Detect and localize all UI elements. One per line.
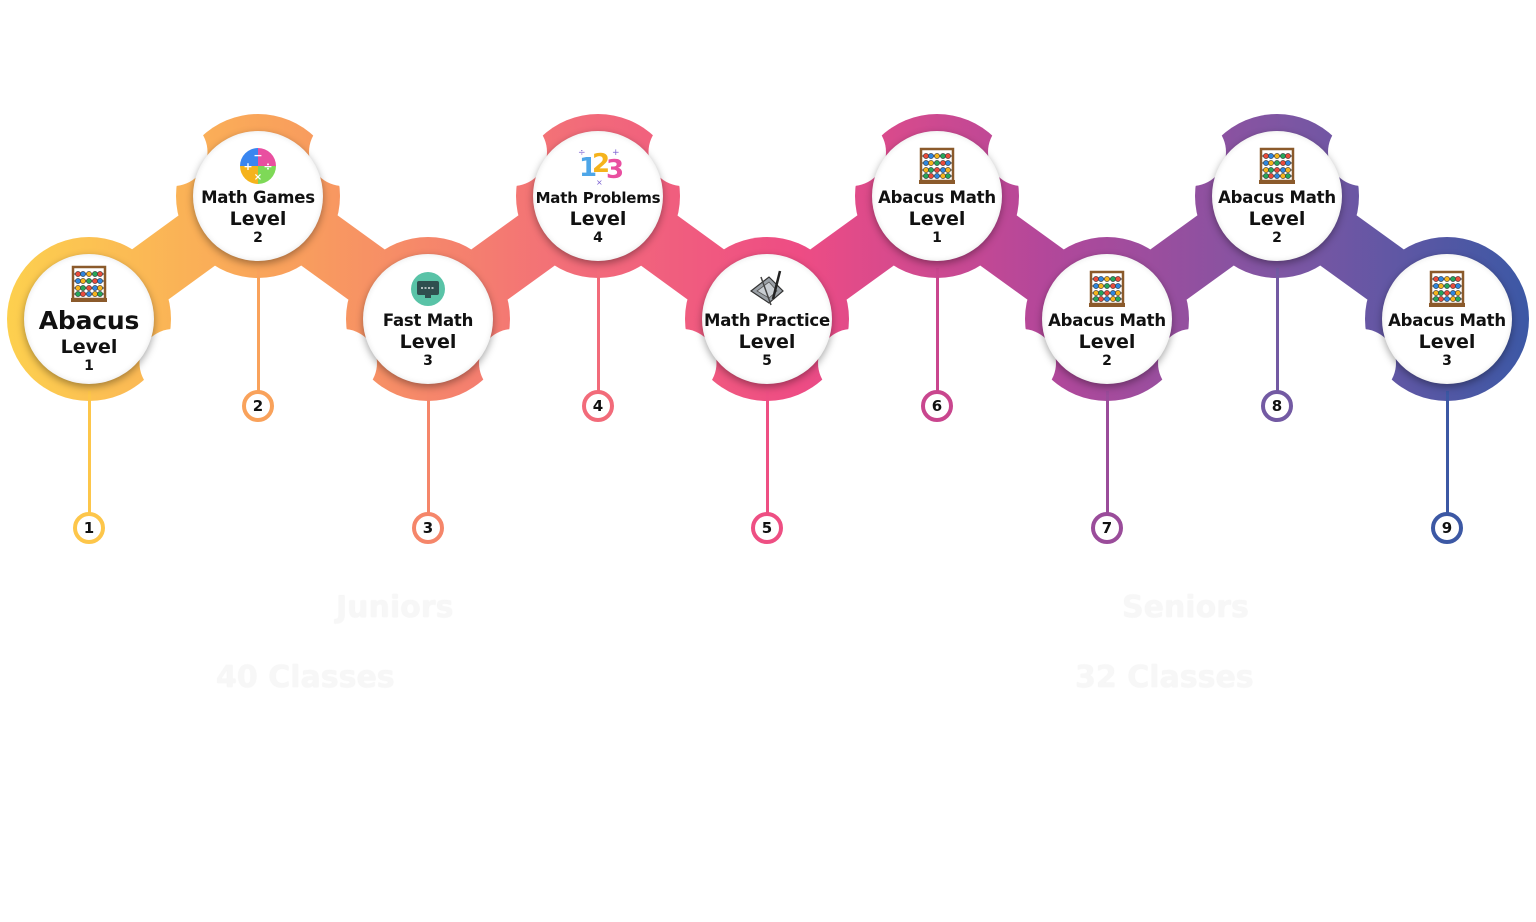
step-title: Math Problems [535,189,661,207]
step-connector-line [765,391,769,514]
band-notch [1328,118,1396,186]
seniors-title: Seniors [1122,590,1249,625]
step-number-badge: 4 [582,390,614,422]
step-title: Math Practice [704,311,830,330]
step-level-number: 3 [1442,353,1452,369]
band-notch [309,329,377,397]
juniors-title: Juniors [336,590,454,625]
step-connector-line [1445,391,1449,514]
step-level-label: Level [399,331,457,353]
abacus-icon [917,146,957,186]
band-notch [479,329,547,397]
step-title: Abacus Math [1048,311,1166,330]
step-title: Fast Math [382,311,474,330]
svg-text:2: 2 [592,149,610,179]
step-level-label: Level [1418,331,1476,353]
step-connector-line [87,391,91,514]
step-level-label: Level [908,208,966,230]
step-level-label: Level [229,208,287,230]
svg-text:3: 3 [606,155,622,185]
step-title: Abacus Math [1218,188,1336,207]
math-operations-icon: −+ ÷× [238,146,278,186]
step-level-number: 5 [762,353,772,369]
step-connector-line [1105,391,1109,514]
step-level-label: Level [1248,208,1306,230]
band-notch [818,329,886,397]
band-notch [309,118,377,186]
abacus-icon [69,264,109,304]
step-title: Abacus Math [1388,311,1506,330]
step-number-badge: 3 [412,512,444,544]
band-notch [139,329,208,397]
step-level-number: 2 [1102,353,1112,369]
band-notch [139,118,208,186]
band-notch [988,118,1056,186]
chalkboard-icon [408,269,448,309]
step-level-label: Level [738,331,796,353]
step-title: Math Games [201,188,315,207]
svg-text:−: − [253,149,262,162]
abacus-icon [1087,269,1127,309]
svg-text:×: × [254,172,262,183]
svg-text:×: × [596,178,603,186]
step-number-badge: 8 [1261,390,1293,422]
step-level-label: Level [569,208,627,230]
step-number-badge: 1 [73,512,105,544]
step-number-badge: 2 [242,390,274,422]
step-title: Abacus [38,306,140,335]
juniors-classes: 40 Classes [216,660,395,695]
band-notch [479,118,547,186]
step-connector-line [596,268,600,392]
band-notch [1158,118,1226,186]
step-level-number: 1 [84,358,94,374]
step-connector-line [426,391,430,514]
step-connector-line [1275,268,1279,392]
band-notch [648,118,717,186]
step-level-number: 2 [253,230,263,246]
step-level-number: 1 [932,230,942,246]
step-connector-line [935,268,939,392]
band-notch [1328,329,1396,397]
geometry-tools-icon [747,269,787,309]
abacus-icon [1427,269,1467,309]
step-level-number: 3 [423,353,433,369]
step-level-number: 4 [593,230,603,246]
svg-text:1: 1 [579,153,597,183]
step-number-badge: 5 [751,512,783,544]
band-notch [648,329,717,397]
abacus-icon [1257,146,1297,186]
svg-text:÷: ÷ [578,148,586,158]
svg-text:+: + [243,160,252,173]
seniors-classes: 32 Classes [1075,660,1254,695]
step-number-badge: 7 [1091,512,1123,544]
step-level-label: Level [60,336,118,358]
step-connector-line [256,268,260,392]
step-level-number: 2 [1272,230,1282,246]
step-number-badge: 6 [921,390,953,422]
band-notch [988,329,1056,397]
step-number-badge: 9 [1431,512,1463,544]
band-notch [818,118,886,186]
step-title: Abacus Math [878,188,996,207]
step-level-label: Level [1078,331,1136,353]
svg-text:+: + [612,148,620,158]
band-notch [1158,329,1226,397]
svg-text:÷: ÷ [263,160,272,173]
